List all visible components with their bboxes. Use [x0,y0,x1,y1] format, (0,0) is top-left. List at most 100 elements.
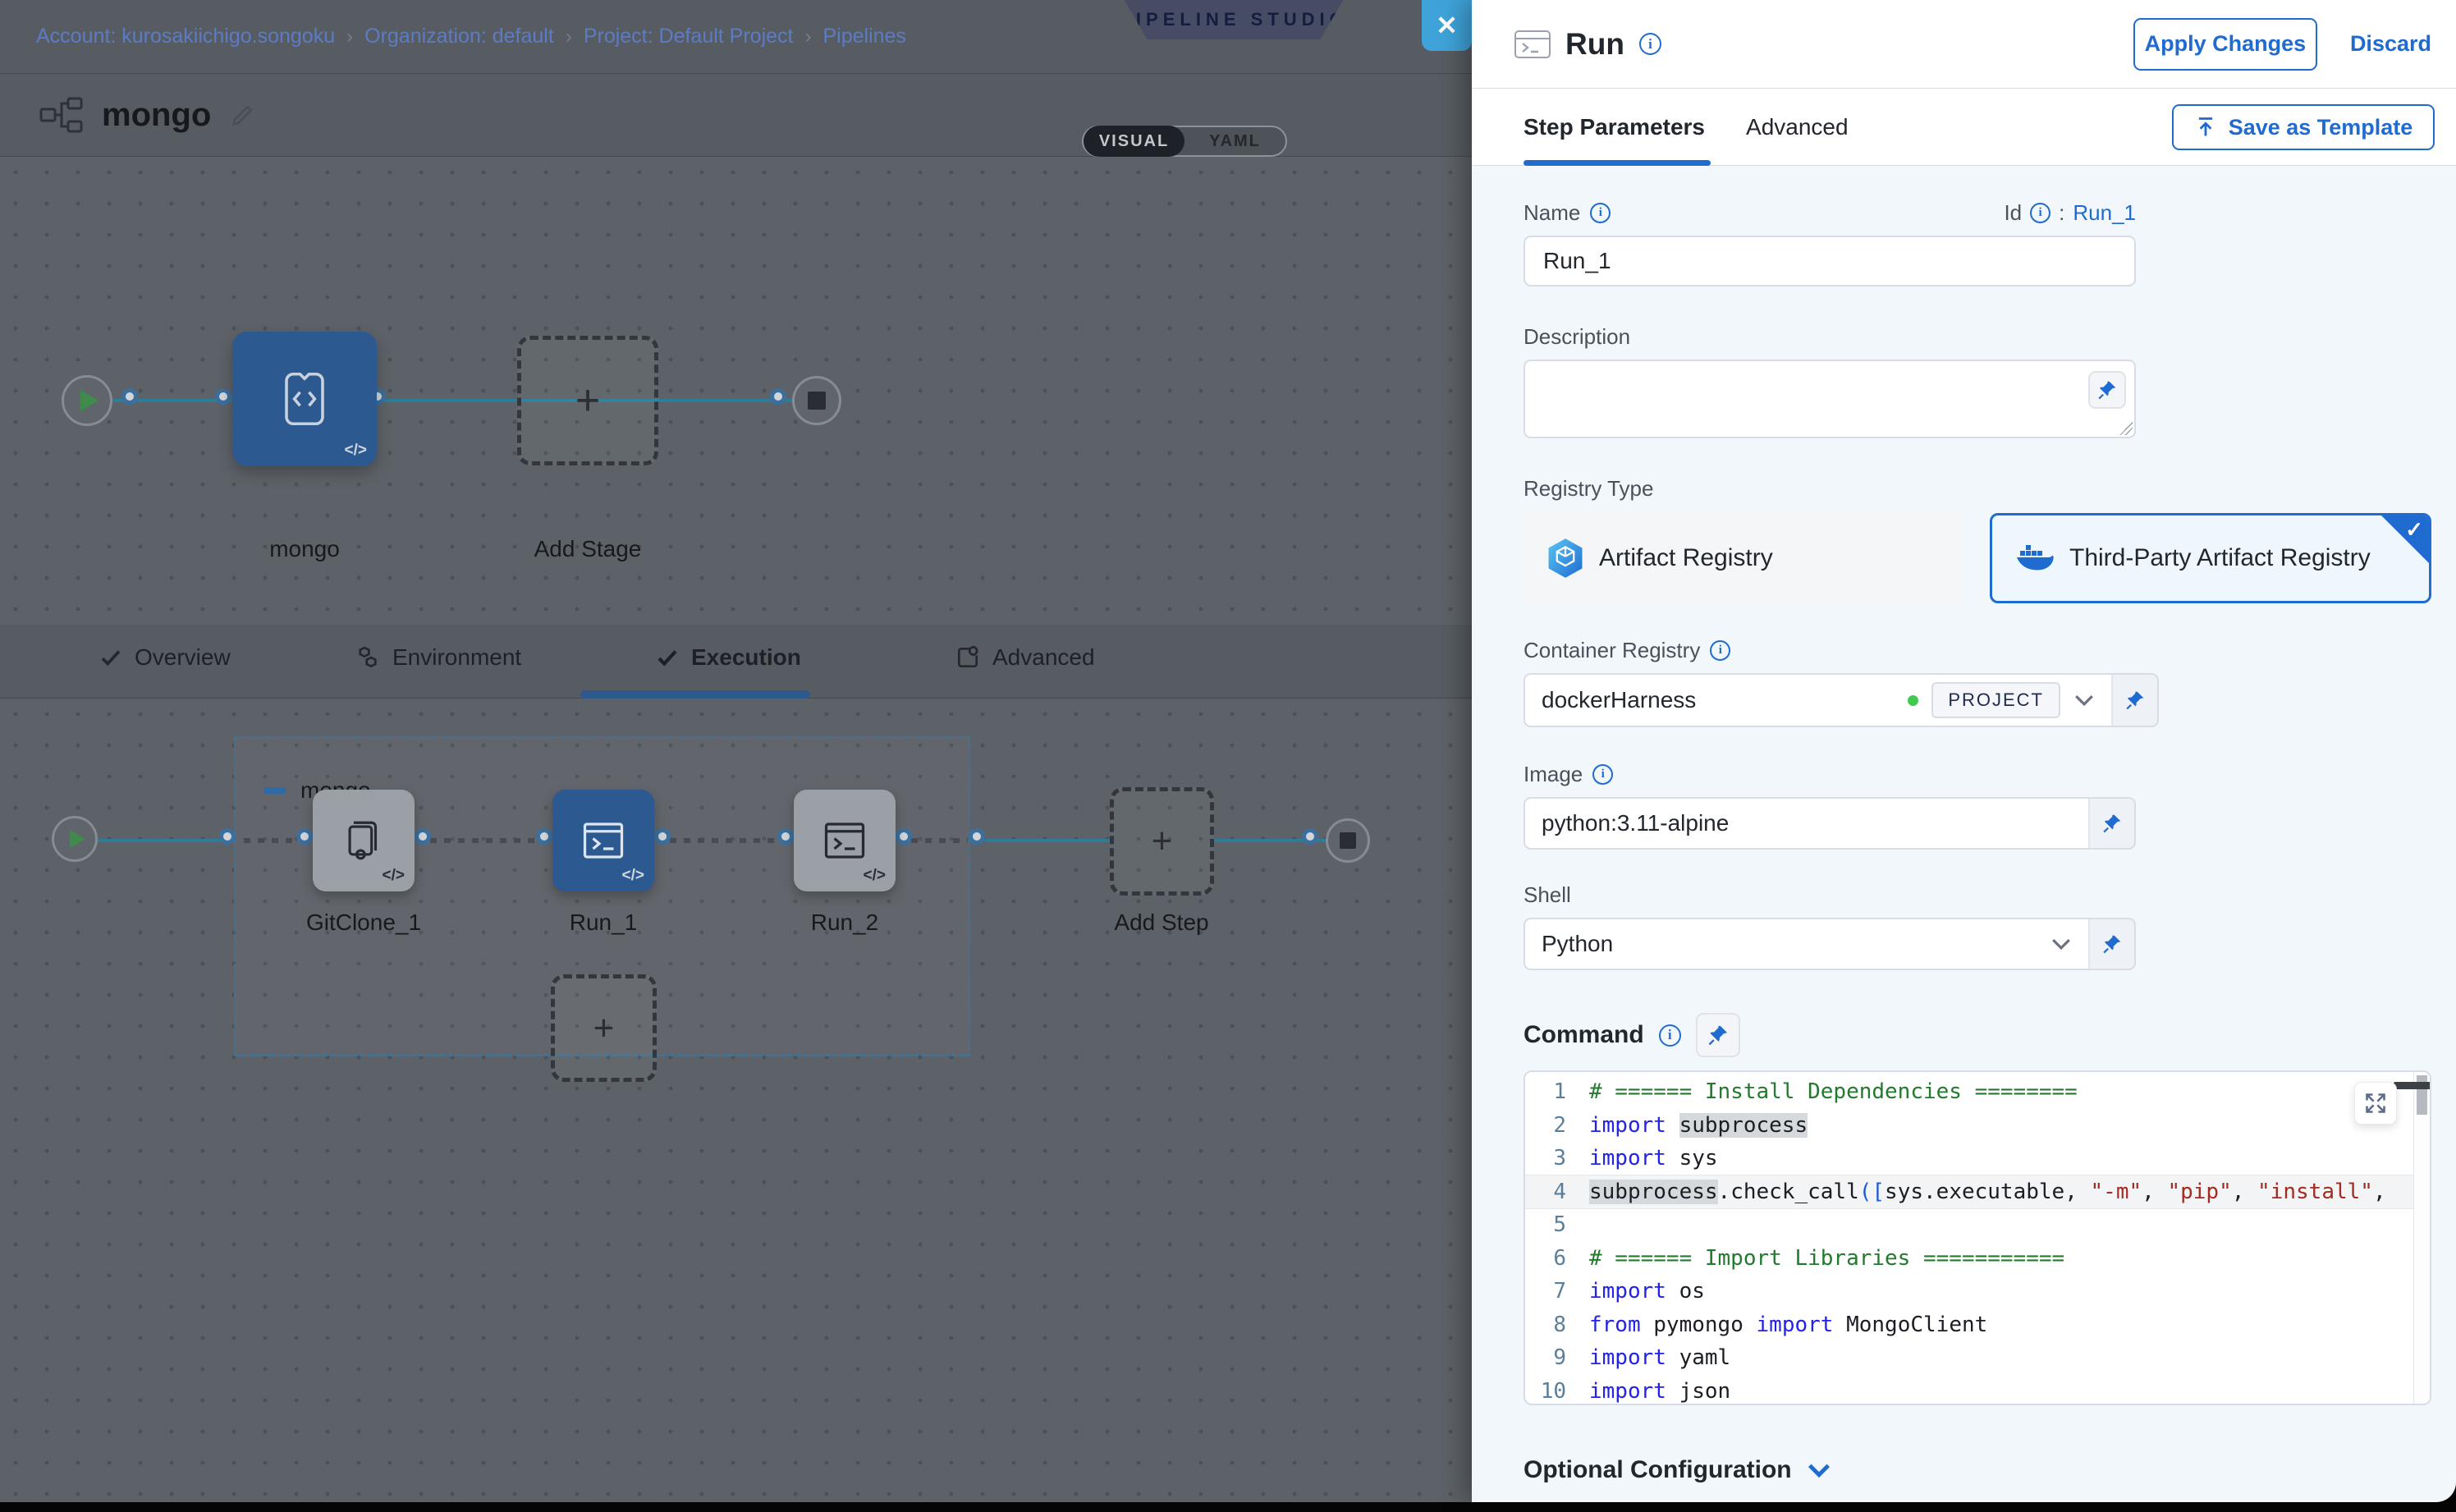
line-number: 9 [1553,1345,1566,1370]
resize-handle[interactable] [2119,422,2133,435]
shell-select[interactable]: Python [1525,919,2088,969]
pin-button[interactable] [1695,1013,1740,1057]
info-icon[interactable]: i [1638,33,1661,55]
info-icon[interactable]: i [1590,203,1611,223]
line-number: 5 [1553,1212,1566,1237]
stage-tabs: Overview › Environment › Execution › A [0,625,1472,699]
container-registry-input[interactable]: dockerHarness PROJECT [1525,675,2111,726]
code-line[interactable]: 2 import subprocess [1525,1109,2413,1143]
code-text: import yaml [1589,1345,1731,1370]
pin-button[interactable] [2088,371,2126,409]
edit-pencil-icon[interactable] [229,101,257,129]
info-icon[interactable]: i [1658,1024,1681,1047]
line-number: 2 [1553,1112,1566,1138]
close-drawer-button[interactable]: ✕ [1422,0,1472,51]
code-text: import os [1589,1279,1705,1304]
scope-badge: PROJECT [1931,682,2060,718]
option-label: Artifact Registry [1599,544,1773,571]
code-line[interactable]: 5 [1525,1208,2413,1242]
chevron-down-icon[interactable] [2073,693,2095,708]
pipeline-title: mongo [102,96,212,133]
container-registry-value: dockerHarness [1542,687,1697,712]
breadcrumb-organization[interactable]: Organization: default [364,25,554,48]
apply-changes-button[interactable]: Apply Changes [2133,17,2317,71]
code-line[interactable]: 6# ====== Import Libraries =========== [1525,1242,2413,1276]
collapse-icon[interactable] [264,787,286,794]
step-node-run-2[interactable]: </> [794,790,896,891]
check-icon: ✓ [2405,517,2423,542]
check-icon [658,650,677,667]
step-node-run-1[interactable]: </> [552,790,654,891]
expand-editor-button[interactable] [2354,1082,2397,1125]
scrollbar-handle[interactable] [2394,1082,2430,1089]
bottom-bar [0,1502,2456,1512]
shell-field: Python [1524,918,2136,970]
tab-advanced[interactable]: Advanced [955,644,1095,671]
registry-option-artifact-registry[interactable]: Artifact Registry [1524,513,1962,603]
add-step-below-button[interactable]: + [551,974,657,1082]
step-node-gitclone-1[interactable]: </> [313,790,415,891]
code-line[interactable]: 1# ====== Install Dependencies ======== [1525,1075,2413,1109]
id-value[interactable]: Run_1 [2073,200,2136,225]
breadcrumb-account[interactable]: Account: kurosakiichigo.songoku [36,25,336,48]
pin-button[interactable] [2088,799,2134,848]
git-clone-icon [348,821,378,860]
image-input[interactable]: python:3.11-alpine [1525,799,2088,848]
code-line[interactable]: 9 import yaml [1525,1341,2413,1375]
tab-overview[interactable]: Overview [99,644,231,671]
tab-execution[interactable]: Execution [655,644,801,671]
info-icon[interactable]: i [2030,203,2051,223]
stage-node-mongo[interactable]: </> [232,332,377,466]
discard-button[interactable]: Discard [2349,31,2431,56]
breadcrumb-project[interactable]: Project: Default Project [583,25,794,48]
info-icon[interactable]: i [1710,640,1731,661]
chevron-right-icon: › [254,646,263,673]
plus-icon: + [1151,821,1173,861]
optional-configuration-toggle[interactable]: Optional Configuration [1524,1456,2456,1484]
info-icon[interactable]: i [1592,764,1614,785]
add-stage-button[interactable]: + [517,336,658,465]
stage-label: mongo [269,536,340,561]
name-label: Name i [1524,200,1611,226]
command-code-editor[interactable]: 1# ====== Install Dependencies ========2… [1524,1070,2431,1405]
code-text: subprocess.check_call([sys.executable, "… [1589,1179,2386,1204]
pipeline-start-node[interactable] [62,375,112,426]
advanced-icon [958,645,978,667]
pin-button[interactable] [2088,919,2134,969]
breadcrumb-pipelines[interactable]: Pipelines [822,25,906,48]
tab-environment[interactable]: Environment [355,644,521,671]
code-glyph: </> [621,867,644,884]
name-input[interactable] [1524,236,2136,286]
add-step-button[interactable]: + [1110,787,1214,896]
toggle-yaml[interactable]: YAML [1209,131,1261,150]
registry-option-third-party[interactable]: Third-Party Artifact Registry ✓ [1990,513,2431,603]
pin-icon [2103,814,2121,833]
chevron-down-icon[interactable] [2050,937,2072,951]
save-as-template-button[interactable]: Save as Template [2172,104,2435,150]
execution-end-node[interactable] [1326,818,1370,863]
code-text: import subprocess [1589,1112,1808,1138]
stage-group-mongo [234,736,970,1056]
pin-icon [2126,691,2144,710]
toggle-visual[interactable]: VISUAL [1084,126,1184,157]
play-icon [69,830,85,848]
description-textarea[interactable] [1524,360,2136,438]
breadcrumb-separator: › [804,25,812,48]
step-label: Run_1 [569,909,638,935]
tab-step-parameters[interactable]: Step Parameters [1524,113,1706,140]
pipeline-end-node[interactable] [792,376,841,425]
tab-label: Environment [392,644,522,670]
connector-ring [1302,828,1318,845]
editor-scrollbar[interactable] [2413,1072,2430,1404]
tab-advanced[interactable]: Advanced [1746,113,1849,140]
pin-button[interactable] [2111,675,2157,726]
id-separator: : [2059,200,2065,225]
code-text: import json [1589,1378,1731,1404]
chevron-right-icon: › [845,646,854,673]
execution-start-node[interactable] [52,816,98,862]
